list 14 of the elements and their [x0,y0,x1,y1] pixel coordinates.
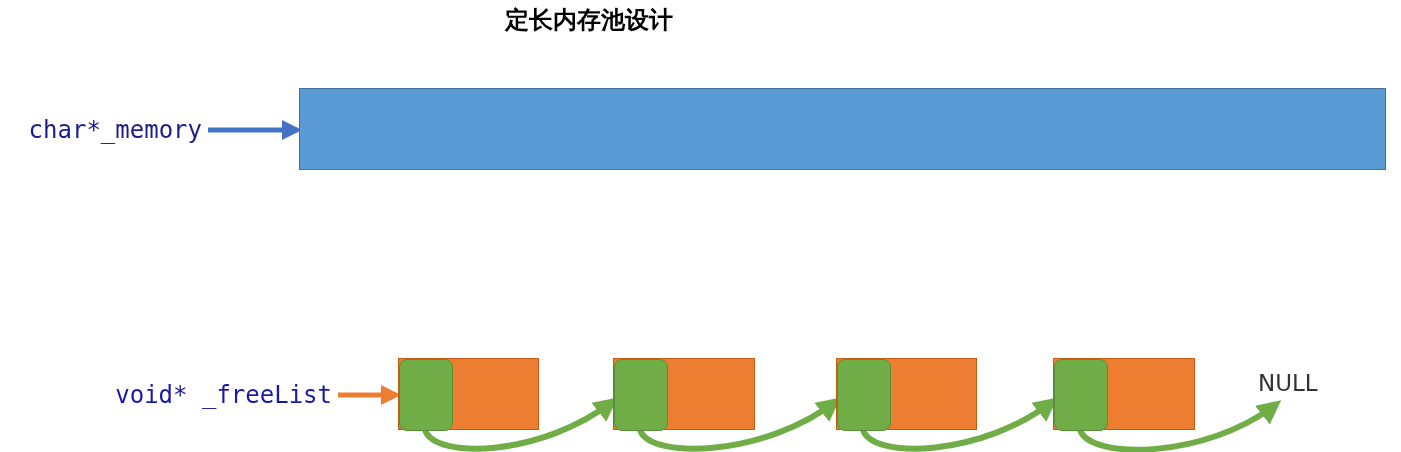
memory-block [398,358,539,430]
memory-bar [299,88,1386,170]
curved-arrow [1077,400,1282,452]
memory-block [836,358,977,430]
free-block-header [837,359,891,431]
pointer-label: void* _freeList [92,378,332,412]
memory-block [1053,358,1195,430]
diagram-title: 定长内存池设计 [505,5,673,36]
memory-block [613,358,755,430]
free-block-header [399,359,453,431]
free-block-header [614,359,668,431]
pointer-label: char*_memory [6,113,202,147]
free-block-header [1054,359,1108,431]
pointer-label: NULL [1258,366,1332,400]
